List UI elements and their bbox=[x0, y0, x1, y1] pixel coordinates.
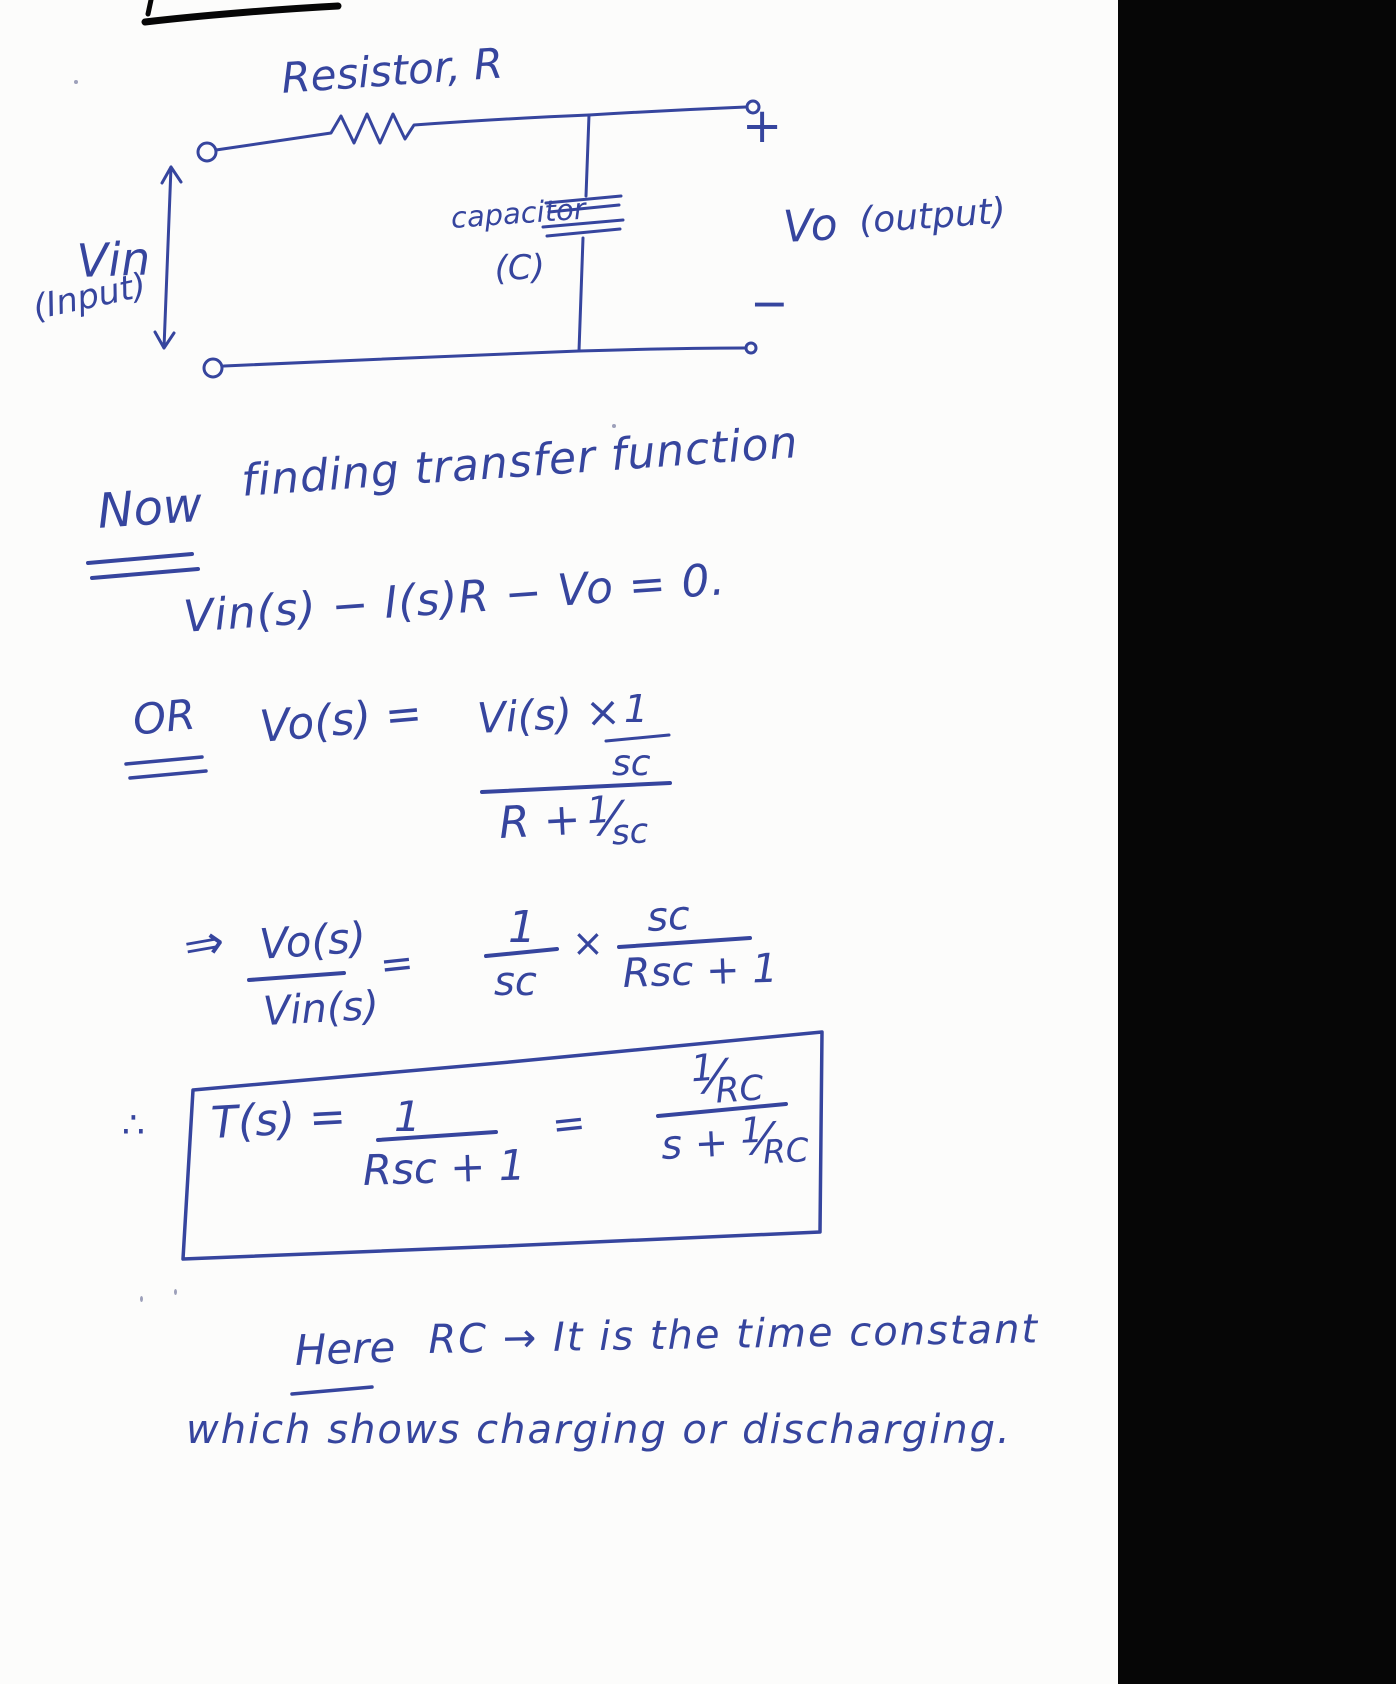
vin-double-arrow bbox=[153, 165, 183, 350]
scanner-black-band bbox=[1118, 0, 1396, 1684]
frac-bar-ratio-f2 bbox=[617, 936, 752, 949]
resistor-label: Resistor, R bbox=[279, 38, 505, 103]
note-line-2: which shows charging or discharging. bbox=[186, 1407, 1012, 1453]
vo-equation-lhs: Vo(s) = bbox=[257, 687, 425, 753]
output-minus-sign: − bbox=[750, 276, 789, 330]
fraction-denominator: RC bbox=[714, 1068, 765, 1112]
terminal-top-left bbox=[196, 141, 218, 163]
vo-equation-numerator-frac-den: sc bbox=[612, 743, 651, 784]
ratio-f1-denominator: sc bbox=[494, 959, 537, 1005]
vo-equation-numerator-frac-num: 1 bbox=[624, 687, 649, 731]
paper-speck bbox=[140, 1296, 143, 1302]
fraction-numerator: 1 bbox=[689, 1045, 716, 1091]
capacitor-lead-bottom bbox=[577, 236, 585, 353]
fraction-numerator: 1 bbox=[739, 1109, 764, 1152]
capacitor-designator: (C) bbox=[493, 247, 546, 289]
or-connective: OR bbox=[130, 689, 198, 745]
heading-now: Now bbox=[95, 476, 204, 540]
wire-top-with-resistor bbox=[214, 105, 748, 152]
or-underline bbox=[124, 755, 208, 780]
note-line-1: RC → It is the time constant bbox=[427, 1306, 1040, 1363]
ratio-f2-denominator: Rsc + 1 bbox=[621, 945, 779, 997]
vo-equation-denominator-slash-fraction: 1⁄sc bbox=[585, 787, 649, 854]
scan-mark-line bbox=[141, 2, 342, 26]
transfer-f1-numerator: 1 bbox=[394, 1092, 421, 1141]
ratio-equals-sign: = bbox=[377, 939, 416, 989]
scan-mark-tick bbox=[145, 0, 154, 17]
transfer-equals-sign: = bbox=[549, 1099, 588, 1149]
paper-speck bbox=[174, 1289, 177, 1295]
now-underline bbox=[86, 552, 200, 580]
ratio-lhs-denominator: Vin(s) bbox=[261, 982, 380, 1035]
ratio-times-sign: × bbox=[572, 921, 604, 965]
kvl-equation: Vin(s) − I(s)R − Vo = 0. bbox=[181, 554, 728, 643]
terminal-bottom-right bbox=[744, 341, 758, 355]
vo-equation-numerator-term: Vi(s) × bbox=[475, 686, 622, 743]
vo-equation-denominator-term: R + bbox=[497, 793, 582, 849]
ratio-f2-numerator: sc bbox=[645, 892, 692, 941]
implies-arrow: ⇒ bbox=[179, 913, 229, 976]
output-sub-label: (output) bbox=[857, 190, 1008, 242]
transfer-f1-denominator: Rsc + 1 bbox=[361, 1140, 527, 1195]
capacitor-lead-top bbox=[584, 113, 591, 198]
transfer-f2-denominator-slash-fraction: 1⁄RC bbox=[739, 1109, 809, 1172]
ratio-lhs-numerator: Vo(s) bbox=[257, 912, 368, 969]
fraction-denominator: RC bbox=[762, 1131, 810, 1172]
output-plus-sign: + bbox=[742, 98, 783, 154]
transfer-f2-denominator-pre: s + bbox=[659, 1119, 730, 1169]
fraction-denominator: sc bbox=[610, 811, 650, 854]
paper-speck bbox=[74, 80, 78, 84]
transfer-f2-numerator-slash-fraction: 1⁄RC bbox=[689, 1045, 764, 1112]
frac-bar-vo-eq-main bbox=[480, 781, 672, 794]
ratio-f1-numerator: 1 bbox=[508, 902, 536, 953]
therefore-symbol: ∴ bbox=[122, 1105, 145, 1146]
heading-finding-transfer-function: finding transfer function bbox=[239, 417, 800, 507]
here-underline bbox=[290, 1385, 374, 1396]
note-here-word: Here bbox=[293, 1322, 397, 1375]
fraction-numerator: 1 bbox=[585, 787, 612, 833]
capacitor-label: capacitor bbox=[449, 191, 587, 235]
capacitor-plate-2b bbox=[545, 227, 622, 238]
transfer-function-lhs: T(s) = bbox=[209, 1090, 348, 1149]
transfer-f2-denominator: s + 1⁄RC bbox=[659, 1109, 810, 1172]
input-sub-label: (Input) bbox=[29, 265, 150, 329]
output-voltage-label: Vo bbox=[781, 199, 839, 253]
frac-bar-ratio-lhs bbox=[247, 971, 346, 982]
paper-speck bbox=[612, 424, 616, 428]
frac-bar-num-small bbox=[604, 733, 671, 743]
wire-bottom bbox=[222, 346, 747, 368]
terminal-bottom-left bbox=[202, 357, 224, 379]
